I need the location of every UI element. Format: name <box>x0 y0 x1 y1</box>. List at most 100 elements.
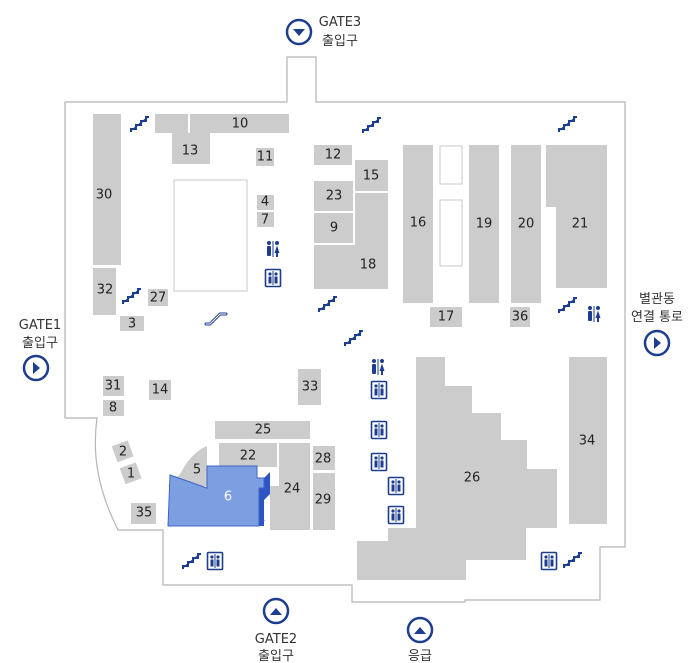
svg-text:34: 34 <box>579 434 596 449</box>
room-33[interactable]: 33 <box>298 369 321 405</box>
svg-text:13: 13 <box>182 144 199 159</box>
room-35[interactable]: 35 <box>131 503 156 524</box>
restroom-icon <box>267 241 280 257</box>
atrium-void <box>173 179 248 292</box>
room-22[interactable]: 22 <box>219 443 277 467</box>
svg-text:9: 9 <box>330 221 338 236</box>
gate1-title: GATE1 <box>19 318 61 333</box>
room-11[interactable]: 11 <box>256 148 274 166</box>
emergency-title: 응급 <box>408 649 432 663</box>
room-8[interactable]: 8 <box>103 400 124 416</box>
room-9[interactable]: 9 <box>314 213 353 243</box>
elevator-icon <box>206 551 224 571</box>
room-17[interactable]: 17 <box>430 307 462 327</box>
svg-text:33: 33 <box>302 380 319 395</box>
room-14[interactable]: 14 <box>149 380 171 400</box>
svg-text:18: 18 <box>360 258 377 273</box>
annex-subtitle: 연결 통로 <box>631 310 683 325</box>
svg-text:36: 36 <box>512 310 529 325</box>
room-20[interactable]: 20 <box>511 145 541 303</box>
room-2[interactable]: 2 <box>111 440 134 463</box>
gate1-subtitle: 출입구 <box>22 336 58 351</box>
gate3-subtitle: 출입구 <box>322 34 358 49</box>
room-6-selected[interactable]: 6 <box>167 465 270 527</box>
svg-text:22: 22 <box>240 449 257 464</box>
svg-text:27: 27 <box>150 291 167 306</box>
svg-text:32: 32 <box>97 283 114 298</box>
svg-text:28: 28 <box>315 452 332 467</box>
lightwell-2 <box>439 199 463 267</box>
svg-text:25: 25 <box>255 423 272 438</box>
annex-title: 별관동 <box>639 292 675 307</box>
svg-text:6: 6 <box>224 490 232 505</box>
svg-text:24: 24 <box>284 482 301 497</box>
svg-text:20: 20 <box>518 217 535 232</box>
room-36[interactable]: 36 <box>510 307 530 327</box>
lightwell-1 <box>439 145 463 185</box>
room-23[interactable]: 23 <box>314 181 353 211</box>
gate3-entrance[interactable]: GATE3 출입구 <box>285 15 361 49</box>
svg-text:15: 15 <box>363 169 380 184</box>
room-32[interactable]: 32 <box>93 268 116 315</box>
room-24[interactable]: 24 <box>270 443 310 530</box>
svg-text:10: 10 <box>232 117 249 132</box>
elevator-icon <box>370 380 388 400</box>
gate1-entrance[interactable]: GATE1 출입구 <box>19 318 61 382</box>
gate2-title: GATE2 <box>255 632 297 647</box>
room-18[interactable]: 18 <box>314 193 388 289</box>
svg-text:8: 8 <box>109 401 117 416</box>
escalator-icon <box>204 312 228 326</box>
svg-text:17: 17 <box>438 310 455 325</box>
room-5[interactable]: 5 <box>168 446 207 486</box>
svg-text:23: 23 <box>326 189 343 204</box>
room-26[interactable]: 26 <box>357 357 557 580</box>
room-34[interactable]: 34 <box>569 357 607 524</box>
room-21[interactable]: 21 <box>546 145 607 288</box>
room-3[interactable]: 3 <box>120 316 144 332</box>
room-4[interactable]: 4 <box>257 195 274 211</box>
svg-text:5: 5 <box>193 463 201 478</box>
room-29[interactable]: 29 <box>313 473 335 530</box>
svg-text:4: 4 <box>261 195 269 210</box>
room-7[interactable]: 7 <box>257 212 274 228</box>
svg-text:2: 2 <box>119 445 127 460</box>
elevator-icon <box>387 476 405 496</box>
restroom-icon <box>372 359 385 375</box>
gate2-entrance[interactable]: GATE2 출입구 <box>255 597 297 663</box>
room-27[interactable]: 27 <box>148 289 168 306</box>
emergency-entrance[interactable]: 응급 <box>406 616 434 663</box>
svg-text:19: 19 <box>476 217 493 232</box>
elevator-icon <box>370 420 388 440</box>
svg-text:1: 1 <box>127 467 135 482</box>
svg-text:30: 30 <box>96 188 113 203</box>
svg-text:35: 35 <box>136 506 153 521</box>
svg-text:7: 7 <box>261 213 269 228</box>
room-31[interactable]: 31 <box>103 376 124 396</box>
annex-passage[interactable]: 별관동 연결 통로 <box>631 292 683 357</box>
svg-text:12: 12 <box>325 148 342 163</box>
svg-text:21: 21 <box>572 217 589 232</box>
room-10[interactable]: 10 <box>190 114 289 133</box>
svg-text:16: 16 <box>410 216 427 231</box>
svg-text:11: 11 <box>257 150 274 165</box>
elevator-icon <box>387 505 405 525</box>
room-16[interactable]: 16 <box>403 145 433 303</box>
room-19[interactable]: 19 <box>469 145 499 303</box>
room-13[interactable]: 13 <box>155 114 210 164</box>
elevator-icon <box>370 452 388 472</box>
room-12[interactable]: 12 <box>314 145 352 165</box>
room-28[interactable]: 28 <box>313 446 335 470</box>
room-15[interactable]: 15 <box>355 160 388 191</box>
svg-text:29: 29 <box>315 493 332 508</box>
elevator-icon <box>540 551 558 571</box>
room-30[interactable]: 30 <box>93 114 121 265</box>
gate2-subtitle: 출입구 <box>258 649 294 663</box>
svg-text:3: 3 <box>128 317 136 332</box>
gate3-title: GATE3 <box>319 15 361 30</box>
svg-text:26: 26 <box>464 471 481 486</box>
elevator-icon <box>264 268 282 288</box>
svg-text:14: 14 <box>152 383 169 398</box>
room-1[interactable]: 1 <box>119 462 142 485</box>
room-25[interactable]: 25 <box>215 421 310 439</box>
